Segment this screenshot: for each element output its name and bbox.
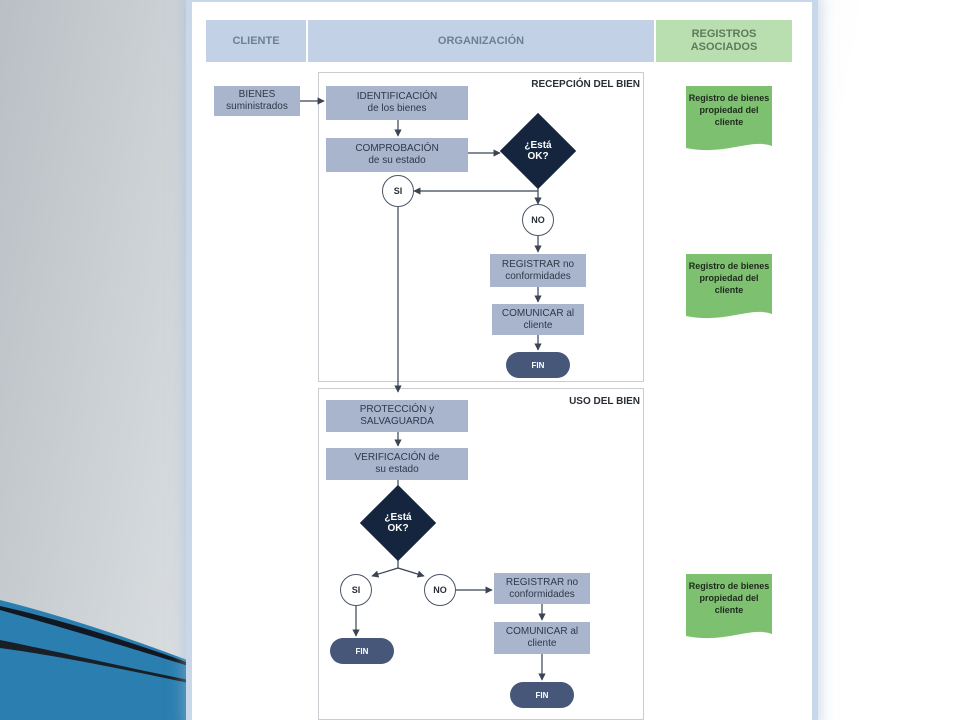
section-title-recepcion: RECEPCIÓN DEL BIEN — [531, 79, 640, 90]
registro-label-1: Registro de bienes propiedad del cliente — [688, 93, 770, 127]
comunicar-cliente-box-uso: COMUNICAR al cliente — [494, 622, 590, 654]
column-header-registros: REGISTROS ASOCIADOS — [656, 20, 792, 62]
fin-terminator-uso-si: FIN — [330, 638, 394, 664]
comprobacion-box: COMPROBACIÓN de su estado — [326, 138, 468, 172]
fin-terminator-recepcion: FIN — [506, 352, 570, 378]
proteccion-salvaguarda-box: PROTECCIÓN y SALVAGUARDA — [326, 400, 468, 432]
no-node-recepcion: NO — [522, 204, 554, 236]
document-shape — [686, 574, 772, 639]
document-shape — [686, 254, 772, 319]
registro-label-3: Registro de bienes propiedad del cliente — [688, 581, 770, 615]
section-title-uso: USO DEL BIEN — [569, 396, 640, 407]
decision-label-recepcion: ¿Está OK? — [524, 140, 552, 162]
section-recepcion — [318, 72, 644, 382]
no-node-uso: NO — [424, 574, 456, 606]
column-header-organizacion: ORGANIZACIÓN — [308, 20, 654, 62]
column-header-cliente: CLIENTE — [206, 20, 306, 62]
bienes-suministrados-box: BIENES suministrados — [214, 86, 300, 116]
verificacion-box: VERIFICACIÓN de su estado — [326, 448, 468, 480]
registro-document-1: Registro de bienes propiedad del cliente — [686, 86, 772, 154]
section-uso — [318, 388, 644, 720]
document-shape — [686, 86, 772, 151]
registro-document-2: Registro de bienes propiedad del cliente — [686, 254, 772, 322]
registrar-no-conformidades-box-uso: REGISTRAR no conformidades — [494, 573, 590, 604]
process-document: CLIENTE ORGANIZACIÓN REGISTROS ASOCIADOS… — [192, 2, 812, 720]
registro-document-3: Registro de bienes propiedad del cliente — [686, 574, 772, 642]
fin-terminator-uso-no: FIN — [510, 682, 574, 708]
registrar-no-conformidades-box: REGISTRAR no conformidades — [490, 254, 586, 287]
identificacion-box: IDENTIFICACIÓN de los bienes — [326, 86, 468, 120]
comunicar-cliente-box: COMUNICAR al cliente — [492, 304, 584, 335]
registro-label-2: Registro de bienes propiedad del cliente — [688, 261, 770, 295]
si-node-recepcion: SI — [382, 175, 414, 207]
decision-label-uso: ¿Está OK? — [384, 512, 412, 534]
si-node-uso: SI — [340, 574, 372, 606]
